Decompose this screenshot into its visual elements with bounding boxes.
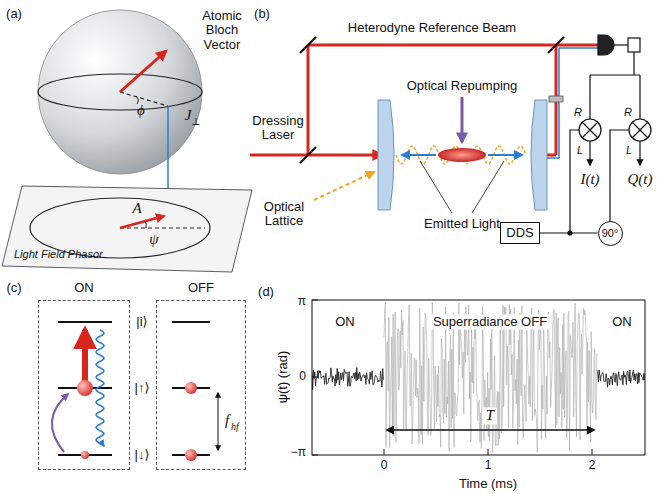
subscript: hf: [231, 421, 239, 433]
plane-label: Light Field Phasor: [14, 248, 103, 261]
tick-label: 0: [381, 459, 388, 473]
state-label: ON: [332, 315, 358, 330]
port-label: R: [574, 106, 582, 119]
region-label: Superradiance OFF: [430, 315, 550, 330]
axis-title: ψ(t) (rad): [276, 351, 291, 404]
phase-trace: [384, 302, 597, 452]
tick-label: 2: [589, 459, 596, 473]
optical-setup: [250, 37, 598, 213]
amplitude-symbol: A: [132, 200, 141, 217]
node-text: DDS: [506, 226, 533, 240]
signal-wire: [540, 232, 598, 233]
state-box: ON: [38, 300, 130, 470]
node-text: 90°: [602, 227, 619, 239]
vector-symbol: J: [185, 107, 192, 124]
state-label: |↑⟩: [135, 381, 150, 396]
angle-symbol: ϕ: [137, 102, 145, 119]
axis-title: Time (ms): [459, 477, 517, 492]
phase-symbol: ψ: [149, 231, 158, 248]
tick-label: −π: [291, 446, 306, 460]
panel-letter: (b): [254, 7, 270, 22]
panel-letter: (c): [6, 281, 21, 296]
tick-label: 1: [485, 459, 492, 473]
beam-label: Dressing Laser: [250, 114, 306, 143]
sphere-label: Atomic Bloch Vector: [194, 9, 250, 52]
phasor-plane: [2, 186, 252, 272]
duration-symbol: T: [483, 407, 497, 424]
signal-name: Q(t): [628, 171, 653, 188]
phase-trace: [597, 370, 645, 387]
port-label: L: [577, 144, 583, 157]
panel-letter: (d): [258, 285, 274, 300]
state-label: |i⟩: [136, 315, 147, 330]
state-label: ON: [609, 315, 635, 330]
tick-label: π: [298, 295, 306, 309]
panel-letter: (a): [6, 7, 22, 22]
level-diagram: [52, 322, 218, 461]
demodulation-electronics: [568, 35, 651, 235]
box-heading: ON: [39, 281, 129, 295]
port-label: R: [624, 106, 632, 119]
tick-label: 0: [299, 370, 306, 384]
synthesizer-box: DDS: [500, 222, 539, 244]
state-label: |↓⟩: [135, 448, 150, 463]
state-box: OFF: [156, 300, 246, 470]
phase-plot: [312, 300, 645, 455]
beam-label: Optical Lattice: [256, 200, 312, 229]
signal-name: I(t): [580, 171, 599, 188]
subscript: ⊥: [191, 116, 200, 128]
beam-label: Emitted Light: [424, 217, 500, 232]
port-label: L: [626, 144, 632, 157]
phase-shifter-circle: 90°: [598, 221, 623, 246]
phase-trace: [312, 367, 383, 389]
frequency-symbol: f: [225, 412, 229, 429]
beam-label: Optical Repumping: [407, 79, 518, 94]
beam-label: Heterodyne Reference Beam: [348, 21, 516, 36]
bloch-sphere: [38, 10, 202, 212]
box-heading: OFF: [157, 281, 245, 295]
